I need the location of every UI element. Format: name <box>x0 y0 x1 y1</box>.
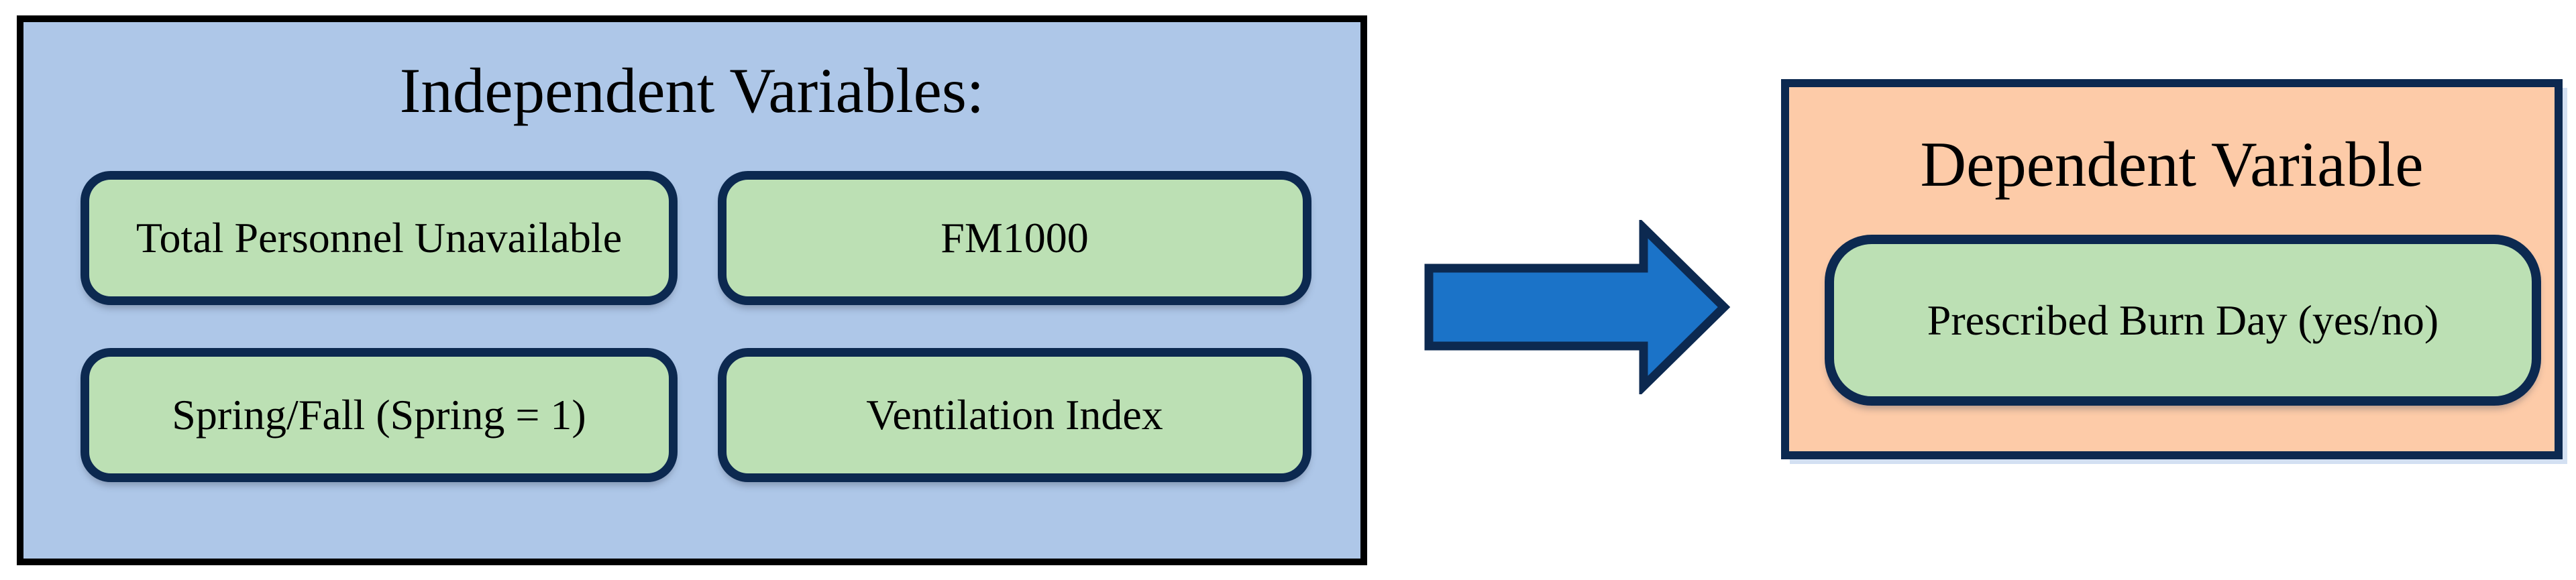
independent-box-spring-fall: Spring/Fall (Spring = 1) <box>80 348 678 482</box>
independent-box-total-personnel-unavailable: Total Personnel Unavailable <box>80 171 678 305</box>
independent-variables-panel: Independent Variables: Total Personnel U… <box>17 15 1367 565</box>
independent-box-fm1000: FM1000 <box>718 171 1311 305</box>
dependent-variable-panel: Dependent Variable Prescribed Burn Day (… <box>1781 79 2563 459</box>
independent-variables-title: Independent Variables: <box>399 55 985 126</box>
independent-box-label: Ventilation Index <box>866 391 1163 439</box>
dependent-box-label: Prescribed Burn Day (yes/no) <box>1927 296 2439 344</box>
dependent-box-prescribed-burn-day: Prescribed Burn Day (yes/no) <box>1825 235 2541 406</box>
independent-box-label: Spring/Fall (Spring = 1) <box>172 391 586 439</box>
independent-box-ventilation-index: Ventilation Index <box>718 348 1311 482</box>
right-arrow-icon <box>1424 220 1731 394</box>
independent-box-label: Total Personnel Unavailable <box>136 214 623 262</box>
independent-box-label: FM1000 <box>941 214 1089 262</box>
dependent-variable-title: Dependent Variable <box>1920 129 2424 200</box>
